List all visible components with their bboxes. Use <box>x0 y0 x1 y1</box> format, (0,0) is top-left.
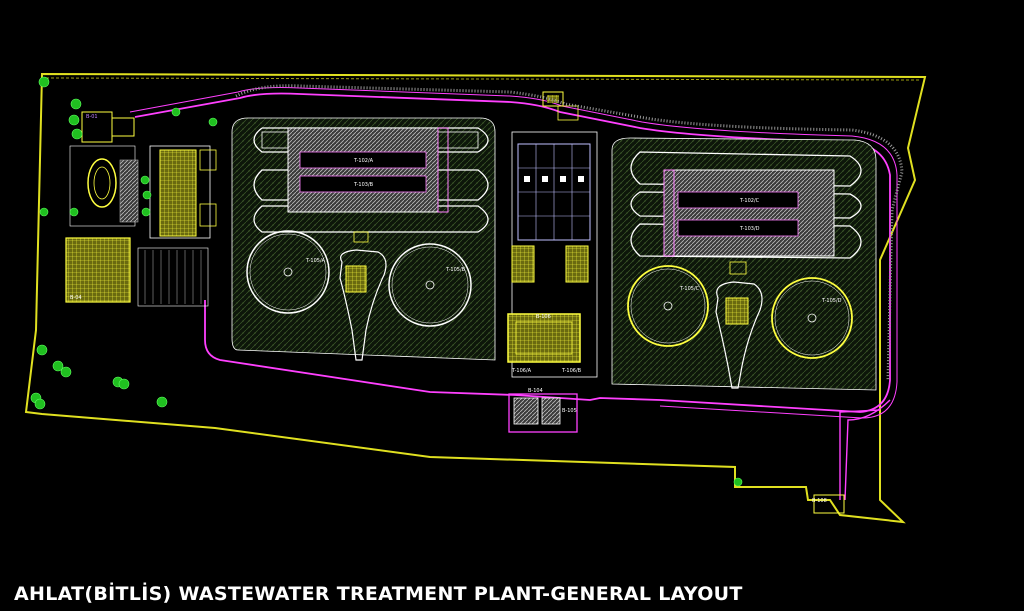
svg-text:T-105/D: T-105/D <box>821 298 842 304</box>
guard-house <box>111 117 135 137</box>
svg-text:B-104: B-104 <box>528 388 543 394</box>
aeration-basin-right: T-102/C T-103/D <box>630 151 862 259</box>
svg-text:T-105/C: T-105/C <box>679 286 700 292</box>
outlet-structure: B-108 <box>812 494 845 514</box>
svg-text:T-106/A: T-106/A <box>511 368 532 374</box>
svg-text:B-106: B-106 <box>536 314 551 320</box>
svg-text:T-105/A: T-105/A <box>305 258 326 264</box>
svg-text:B-105: B-105 <box>562 408 577 414</box>
svg-text:T-103/D: T-103/D <box>739 226 760 232</box>
filter-units <box>511 143 591 283</box>
sludge-dewatering-building: B-106 T-106/A T-106/B <box>507 313 582 374</box>
inlet-structure: B-104 B-105 <box>508 388 578 433</box>
site-boundary <box>24 72 927 524</box>
roundabout <box>87 158 117 208</box>
svg-text:T-102/C: T-102/C <box>739 198 760 204</box>
svg-text:T-105/B: T-105/B <box>445 267 466 273</box>
tree-icon <box>30 76 743 487</box>
access-road <box>839 399 891 501</box>
parking-lot <box>137 247 209 307</box>
internal-road-outer <box>129 87 898 419</box>
aeration-basin-left: T-102/A T-103/B <box>253 127 489 233</box>
svg-text:B-108: B-108 <box>812 498 827 504</box>
drawing-title: AHLAT(BİTLİS) WASTEWATER TREATMENT PLANT… <box>14 583 743 605</box>
svg-text:T-102/A: T-102/A <box>353 158 374 164</box>
site-boundary-inner <box>45 77 921 81</box>
distribution-chamber-right <box>715 261 763 389</box>
clarifier-left-1: T-105/A <box>246 230 330 314</box>
svg-text:B-04: B-04 <box>70 295 82 301</box>
svg-text:T-103/B: T-103/B <box>353 182 374 188</box>
parking-area <box>119 159 139 223</box>
distribution-chamber-left <box>339 231 387 361</box>
clarifier-right-2: T-105/D <box>771 277 853 359</box>
workshop-building <box>65 237 131 303</box>
clarifier-left-2: T-105/B <box>388 243 472 327</box>
svg-text:T-106/B: T-106/B <box>561 368 582 374</box>
svg-text:B-01: B-01 <box>86 114 98 120</box>
clarifier-right-1: T-105/C <box>627 265 709 347</box>
